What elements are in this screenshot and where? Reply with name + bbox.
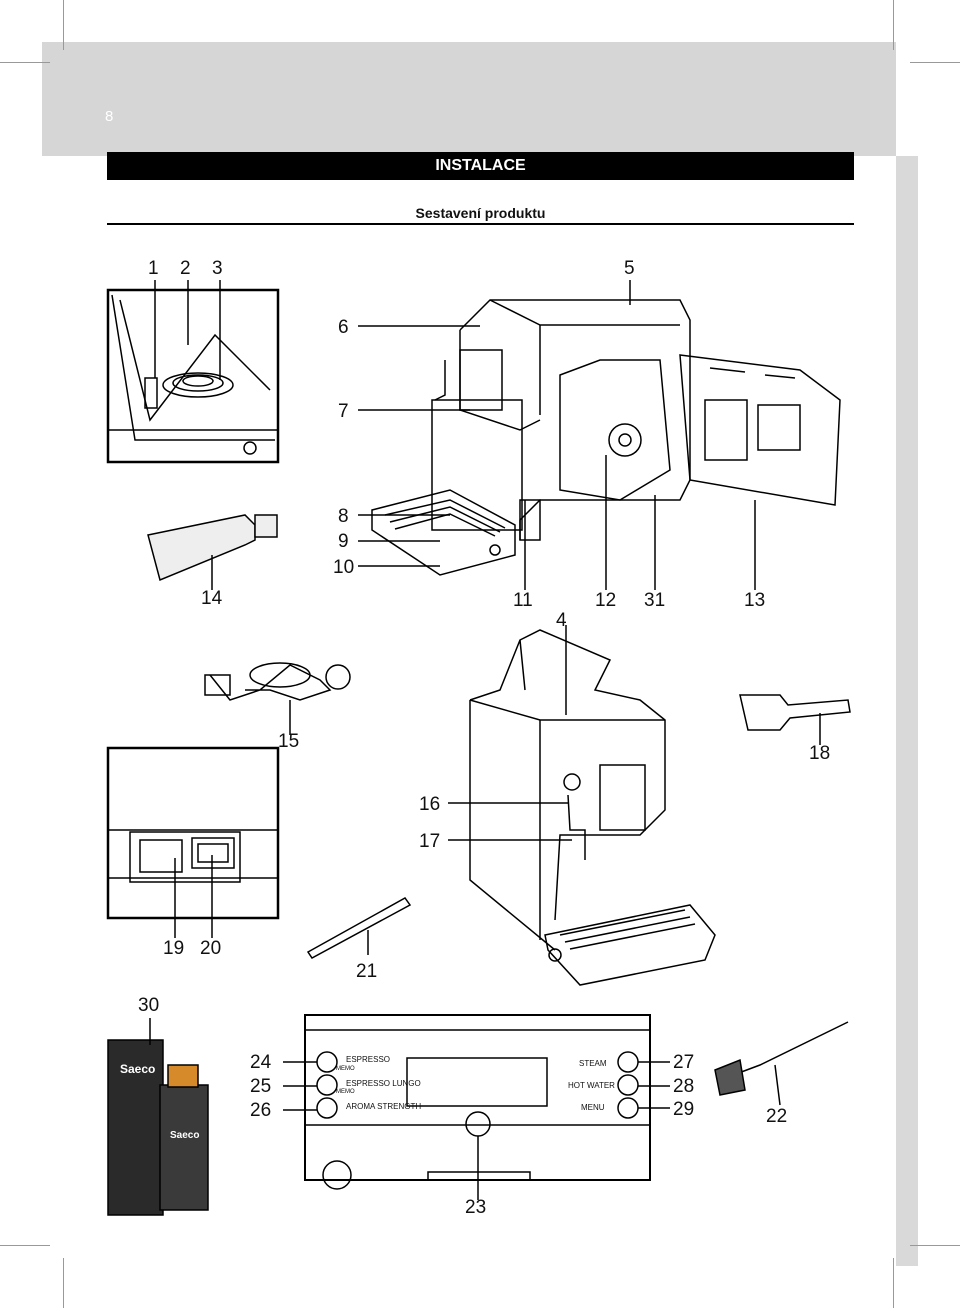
panel-label-memo: MEMO <box>336 1089 355 1095</box>
panel-label-aroma-strength: AROMA STRENGTH <box>346 1102 422 1111</box>
panel-label-hot-water: HOT WATER <box>568 1081 615 1090</box>
grease-tube <box>147 514 278 590</box>
page-number: 8 <box>105 108 114 125</box>
callout-11: 11 <box>513 590 533 611</box>
callout-22: 22 <box>766 1106 788 1127</box>
callout-20: 20 <box>200 938 222 959</box>
brand-logo: Saeco <box>120 1062 156 1076</box>
callout-23: 23 <box>465 1197 487 1218</box>
crop-mark <box>0 1245 50 1246</box>
callout-13: 13 <box>744 590 766 611</box>
panel-label-memo: MEMO <box>336 1066 355 1072</box>
crop-mark <box>910 1245 960 1246</box>
coffee-scoop <box>739 694 851 745</box>
callout-8: 8 <box>338 506 349 527</box>
callout-25: 25 <box>250 1076 272 1097</box>
callout-27: 27 <box>673 1052 695 1073</box>
callout-30: 30 <box>138 995 160 1016</box>
callout-9: 9 <box>338 531 349 552</box>
control-panel <box>283 1014 670 1200</box>
callout-1: 1 <box>148 258 159 279</box>
brand-logo: Saeco <box>170 1130 200 1141</box>
panel-label-menu: MENU <box>581 1103 605 1112</box>
crop-mark <box>893 0 894 50</box>
callout-17: 17 <box>419 831 441 852</box>
crop-mark <box>893 1258 894 1308</box>
callout-28: 28 <box>673 1076 695 1097</box>
subsection-title: Sestavení produktu <box>415 205 546 221</box>
callout-29: 29 <box>673 1099 695 1120</box>
power-switch-inset <box>106 746 280 938</box>
crop-mark <box>63 1258 64 1308</box>
descaler-package <box>107 1018 209 1216</box>
callout-4: 4 <box>556 610 567 631</box>
header-band <box>42 42 896 156</box>
subsection-underline <box>107 223 854 225</box>
machine-open-view <box>371 299 841 576</box>
callout-6: 6 <box>338 317 349 338</box>
callout-2: 2 <box>180 258 191 279</box>
panel-label-espresso-lungo: ESPRESSO LUNGO <box>346 1079 421 1088</box>
crop-mark <box>0 62 50 63</box>
callout-21: 21 <box>356 961 378 982</box>
callout-14: 14 <box>201 588 223 609</box>
machine-closed-view <box>469 625 716 986</box>
water-hardness-strip <box>306 897 412 959</box>
callout-24: 24 <box>250 1052 272 1073</box>
panel-label-espresso: ESPRESSO <box>346 1055 391 1064</box>
callout-19: 19 <box>163 938 185 959</box>
callout-12: 12 <box>595 590 617 611</box>
callout-15: 15 <box>278 731 300 752</box>
tank-detail-inset <box>106 288 280 464</box>
callout-10: 10 <box>333 557 355 578</box>
callout-26: 26 <box>250 1100 272 1121</box>
power-cord <box>204 662 351 735</box>
section-title: INSTALACE <box>107 152 854 180</box>
crop-mark <box>63 0 64 50</box>
callout-16: 16 <box>419 794 441 815</box>
panel-label-steam: STEAM <box>579 1059 607 1068</box>
callout-5: 5 <box>624 258 635 279</box>
callout-3: 3 <box>212 258 223 279</box>
callout-7: 7 <box>338 401 349 422</box>
cleaning-brush <box>714 1021 849 1106</box>
callout-18: 18 <box>809 743 831 764</box>
callout-31: 31 <box>644 590 666 611</box>
side-bar <box>896 156 918 1266</box>
crop-mark <box>910 62 960 63</box>
